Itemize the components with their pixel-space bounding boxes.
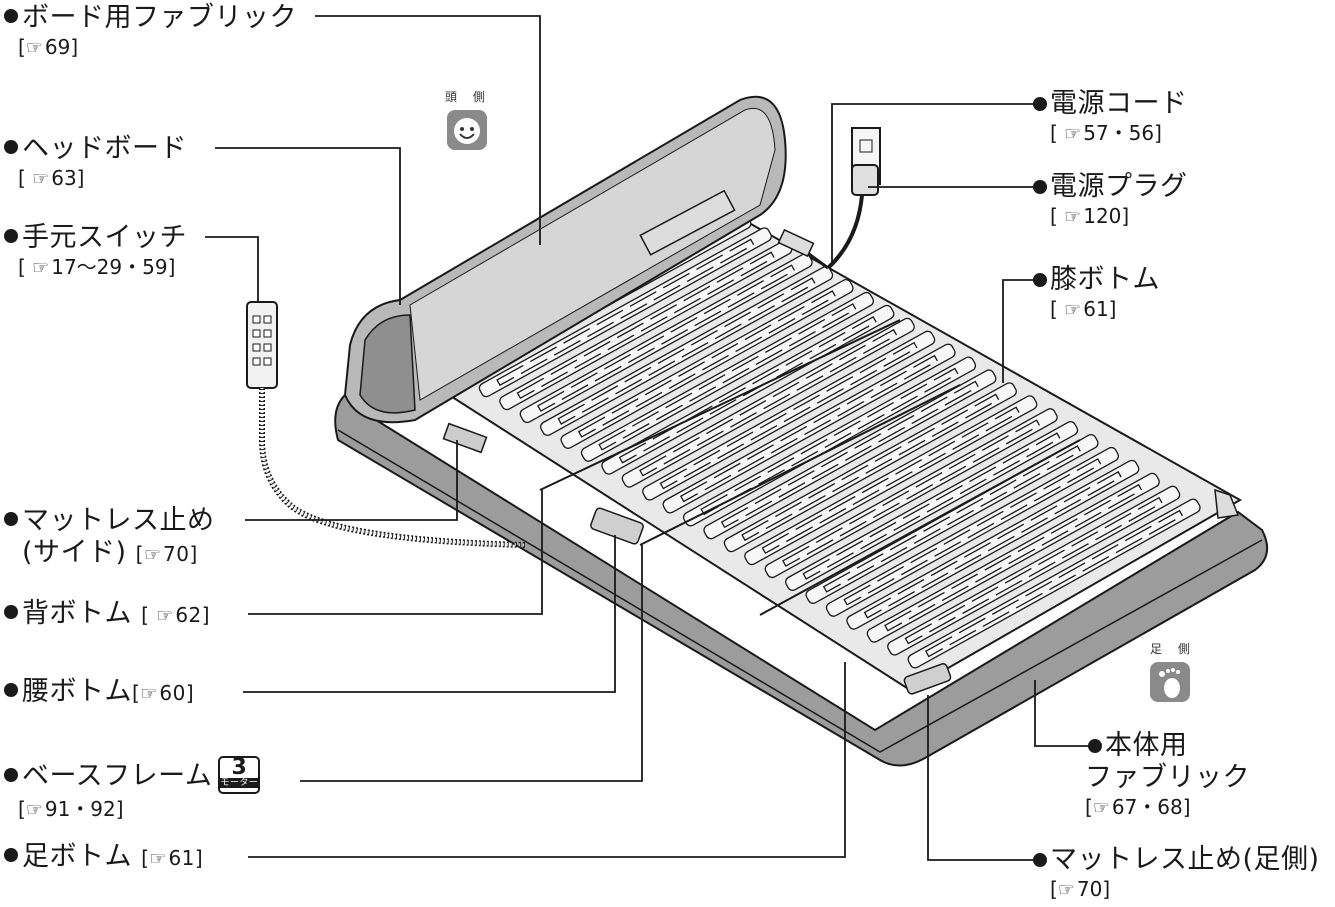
- pointing-hand-icon: ☞: [1057, 879, 1075, 901]
- slat: [907, 498, 1201, 669]
- slat-slot: [679, 354, 939, 503]
- slat-slot: [720, 380, 980, 529]
- pointing-hand-icon: ☞: [25, 799, 43, 821]
- slat: [723, 382, 1017, 553]
- slat: [642, 330, 936, 501]
- label-headboard: ヘッドボード [ ☞63]: [4, 133, 187, 192]
- pointing-hand-icon: ☞: [25, 37, 43, 59]
- slat: [866, 472, 1160, 643]
- label-power-cord: 電源コード [ ☞57・56]: [1050, 88, 1188, 145]
- label-knee-bottom: 膝ボトム [ ☞61]: [1050, 264, 1160, 321]
- slat: [764, 408, 1058, 579]
- pointing-hand-icon: ☞: [32, 257, 49, 279]
- pointing-hand-icon: ☞: [1064, 123, 1081, 145]
- pointing-hand-icon: ☞: [1092, 797, 1110, 819]
- foot-side-label: 足 側: [1150, 642, 1196, 656]
- slat-slot: [598, 303, 857, 451]
- slat: [825, 446, 1119, 617]
- slat: [621, 317, 915, 488]
- slat: [560, 278, 854, 449]
- slat: [519, 253, 813, 424]
- slat: [580, 291, 874, 462]
- slat-slot: [843, 458, 1102, 606]
- slat: [744, 395, 1038, 566]
- plug-shape: [851, 164, 879, 196]
- label-hand-switch: 手元スイッチ [ ☞17～29・59]: [4, 222, 187, 281]
- head-side-label: 頭 側: [445, 90, 491, 104]
- slat-slot: [924, 509, 1184, 658]
- slat-slot: [496, 238, 755, 387]
- pointing-hand-icon: ☞: [156, 605, 173, 627]
- slat-slot: [904, 496, 1163, 645]
- slat: [785, 421, 1079, 592]
- slat-slot: [802, 432, 1061, 580]
- label-mattress-stop-foot: マットレス止め(足側) [☞70]: [1050, 844, 1320, 901]
- slat-slot: [537, 264, 796, 412]
- slat-slot: [516, 251, 775, 400]
- slat-slot: [884, 483, 1143, 632]
- slat-slot: [761, 406, 1020, 555]
- label-power-plug: 電源プラグ [ ☞120]: [1050, 171, 1188, 228]
- label-back-bottom: 背ボトム [ ☞62]: [4, 598, 210, 630]
- slat-slot: [782, 419, 1041, 567]
- pointing-hand-icon: ☞: [32, 168, 49, 190]
- hand-switch-shape: [246, 301, 278, 389]
- slat-slot: [822, 445, 1082, 593]
- label-foot-bottom: 足ボトム [☞61]: [4, 841, 203, 873]
- pointing-hand-icon: ☞: [1064, 299, 1081, 321]
- slat-slot: [557, 277, 816, 425]
- slat-slot: [741, 393, 1000, 542]
- slat-slot: [700, 367, 959, 516]
- pointing-hand-icon: ☞: [140, 683, 157, 705]
- label-body-fabric: 本体用 ファブリック [☞67・68]: [1085, 730, 1250, 819]
- label-mattress-stop-side: マットレス止め (サイド) [☞70]: [4, 505, 215, 569]
- pointing-hand-icon: ☞: [149, 848, 166, 870]
- slat-slot: [577, 290, 837, 438]
- slat-slot: [659, 341, 918, 490]
- pointing-hand-icon: ☞: [143, 544, 161, 566]
- slat: [703, 369, 997, 540]
- slat: [540, 266, 834, 437]
- slat: [601, 304, 895, 475]
- footprint-icon: [1150, 662, 1190, 702]
- slat-slot: [639, 328, 898, 477]
- slat-slot: [863, 470, 1123, 619]
- slat: [662, 343, 956, 514]
- base-frame-shape: [334, 393, 1269, 767]
- slat: [478, 227, 772, 398]
- smiling-face-icon: [447, 110, 487, 150]
- slat: [887, 485, 1181, 656]
- slat: [846, 459, 1140, 630]
- slat-slot: [618, 315, 878, 464]
- label-waist-bottom: 腰ボトム[☞60]: [4, 676, 194, 708]
- label-board-fabric: ボード用ファブリック [☞69]: [4, 2, 297, 61]
- pointing-hand-icon: ☞: [1064, 206, 1081, 228]
